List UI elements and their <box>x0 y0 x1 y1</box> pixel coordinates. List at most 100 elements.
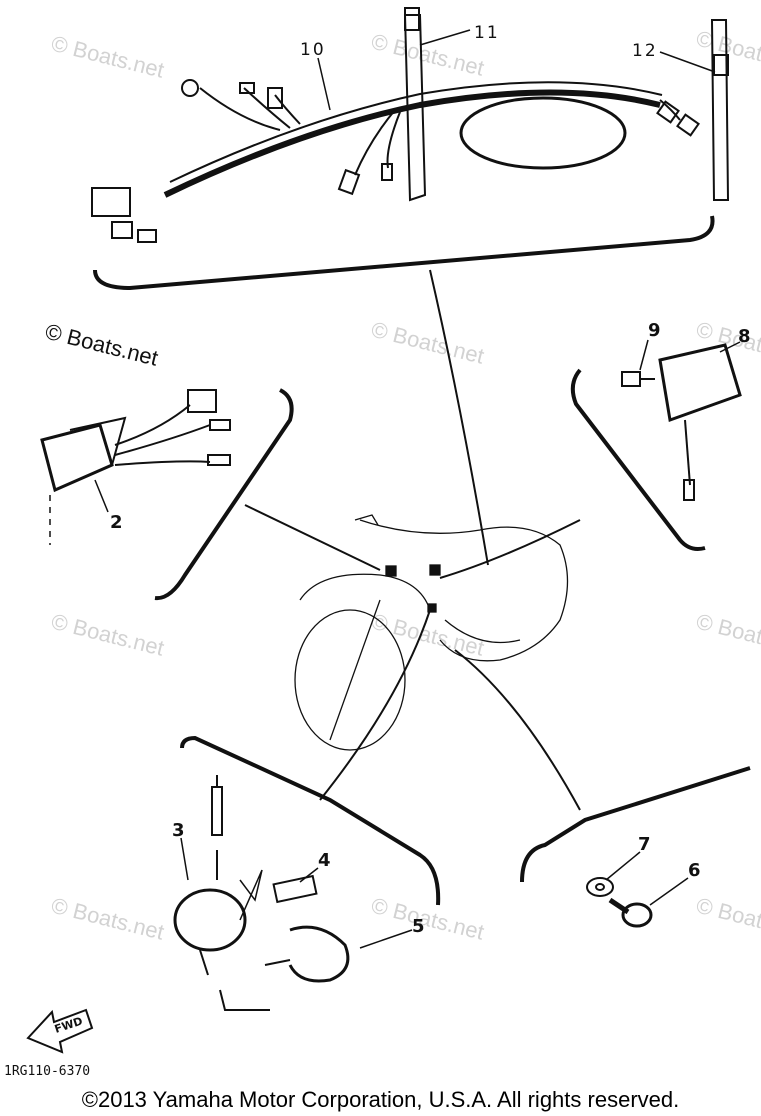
ring-terminal <box>181 79 199 97</box>
harness-branch <box>199 87 281 131</box>
connector <box>683 479 695 501</box>
cable-band <box>403 14 427 202</box>
frame-outline <box>359 519 569 662</box>
connector <box>239 82 255 94</box>
callout-labels: 2 3 4 5 6 7 8 9 10 11 12 <box>110 23 751 937</box>
mount-point <box>427 603 437 613</box>
callout-5: 5 <box>412 916 425 937</box>
leader-line <box>649 877 689 906</box>
watermark: © Boats.net <box>694 609 761 661</box>
callout-8: 8 <box>738 326 751 347</box>
bolt-head <box>621 902 653 928</box>
leader-line <box>317 57 331 111</box>
forward-arrow: FWD <box>26 1008 94 1054</box>
callout-6: 6 <box>688 860 701 881</box>
spark-plug-lead <box>211 786 223 836</box>
connector <box>187 389 217 413</box>
coil-wire <box>199 949 209 976</box>
watermark: © Boats.net <box>694 893 761 945</box>
watermark-layer: © Boats.net © Boats.net © Boats.net © Bo… <box>43 26 761 945</box>
exploded-view-svg: © Boats.net © Boats.net © Boats.net © Bo… <box>26 7 761 1054</box>
wire-harness <box>163 89 661 198</box>
sensor-wire <box>684 419 691 486</box>
panel-bracket <box>154 388 294 601</box>
harness-branch <box>386 111 401 169</box>
arrow-line <box>454 649 581 811</box>
harness-loop <box>459 96 627 170</box>
watermark-dark: © Boats.net <box>43 319 161 371</box>
connector-block <box>91 187 131 217</box>
panel-bracket <box>520 766 751 883</box>
fwd-arrow-icon <box>26 1008 94 1054</box>
leader-line <box>419 29 471 46</box>
connector <box>381 163 393 181</box>
cdi-unit <box>40 423 114 493</box>
panel-bracket <box>570 368 706 551</box>
connector <box>676 113 700 137</box>
arrow-line <box>439 519 581 579</box>
leader-line <box>719 341 741 353</box>
washer-hole <box>595 883 605 891</box>
connector <box>267 87 283 109</box>
panel-bracket <box>93 215 715 291</box>
watermark: © Boats.net <box>369 317 487 369</box>
leader-line <box>605 851 641 881</box>
connector <box>656 100 680 124</box>
handlebar <box>354 514 379 526</box>
callout-9: 9 <box>648 320 661 341</box>
harness-branch <box>659 99 681 121</box>
cable-band <box>710 19 730 201</box>
arrow-line <box>244 504 381 571</box>
watermark: © Boats.net <box>369 893 487 945</box>
ignition-coil <box>173 888 247 952</box>
arrow-line <box>429 269 489 566</box>
arrow-line <box>319 609 431 801</box>
screw-head <box>621 371 641 387</box>
frame-outline <box>299 573 431 611</box>
wire-harness-edge <box>169 81 663 183</box>
plug-cap <box>288 925 350 983</box>
bolt <box>272 874 318 904</box>
front-fork <box>329 599 381 741</box>
watermark: © Boats.net <box>49 893 167 945</box>
watermark: © Boats.net <box>49 609 167 661</box>
washer <box>586 877 614 897</box>
callout-7: 7 <box>638 834 651 855</box>
leader-line <box>639 339 649 371</box>
connector <box>207 454 231 466</box>
sensor-unit <box>658 343 742 423</box>
connector <box>337 168 361 196</box>
watermark: © Boats.net <box>369 29 487 81</box>
cdi-unit-edge <box>69 416 127 466</box>
connector <box>111 221 133 239</box>
callout-11: 11 <box>474 23 500 43</box>
harness-branch <box>274 94 301 125</box>
panel-bracket <box>180 735 441 906</box>
cdi-wire <box>114 404 191 446</box>
callout-2: 2 <box>110 512 123 533</box>
leader-line <box>299 867 319 883</box>
harness-branch <box>243 87 291 129</box>
cdi-wire <box>114 460 211 466</box>
callout-10: 10 <box>300 40 326 60</box>
front-wheel <box>294 609 406 751</box>
callout-3: 3 <box>172 820 185 841</box>
watermark: © Boats.net <box>694 317 761 369</box>
leader-line <box>359 929 413 949</box>
ignition-coil-group <box>173 735 441 1011</box>
mount-point <box>385 565 397 577</box>
leader-line <box>659 51 716 73</box>
leader-line <box>180 837 189 881</box>
harness-branch <box>354 109 396 176</box>
watermark: © Boats.net <box>49 31 167 83</box>
coil-wire-zigzag <box>239 869 263 921</box>
connector <box>209 419 231 431</box>
band-buckle <box>713 54 729 76</box>
coil-wire <box>219 989 270 1011</box>
motorcycle-outline <box>244 269 581 811</box>
band-buckle <box>404 7 420 31</box>
cdi-unit-group <box>40 388 294 601</box>
reference-code: 1RG110-6370 <box>4 1064 91 1079</box>
wire-harness-group <box>91 7 730 291</box>
